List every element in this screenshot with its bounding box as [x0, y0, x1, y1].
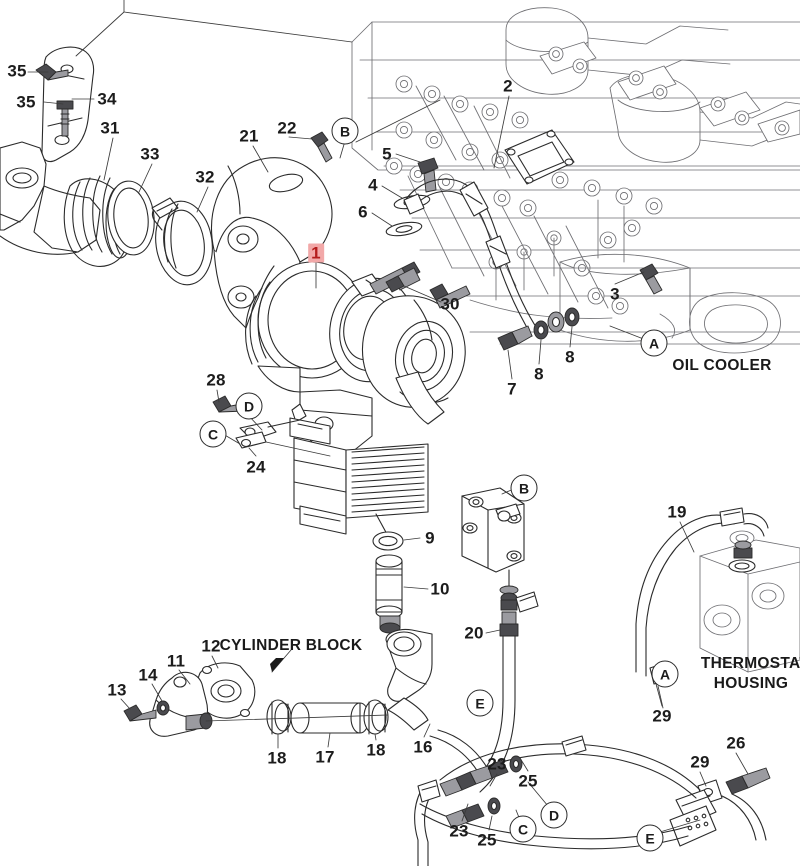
part-3-bolt — [639, 263, 663, 295]
callout-number-19: 19 — [667, 502, 687, 522]
cylinder-block-arrow — [270, 658, 284, 672]
callout-number-29: 29 — [652, 706, 672, 726]
callout-number-12: 12 — [201, 636, 221, 656]
callout-number-33: 33 — [140, 144, 160, 164]
callout-number-10: 10 — [430, 579, 450, 599]
part-30-oil-feed-line — [385, 178, 539, 337]
callout-number-11: 11 — [166, 651, 186, 671]
part-2-gasket — [504, 129, 575, 185]
part-19-coolant-lines — [635, 507, 800, 677]
reference-bubble-b: B — [510, 474, 538, 502]
callout-number-23: 23 — [487, 754, 507, 774]
callout-number-28: 28 — [206, 370, 226, 390]
callout-number-17: 17 — [315, 747, 335, 767]
callout-number-6: 6 — [358, 202, 368, 222]
part-14-washer — [156, 700, 170, 716]
part-12-flange — [196, 662, 256, 719]
part-11-water-inlet — [149, 671, 213, 737]
reference-bubble-b: B — [331, 117, 359, 145]
callout-number-4: 4 — [368, 175, 378, 195]
part-13-bolt — [123, 704, 157, 722]
callout-number-35: 35 — [16, 92, 36, 112]
callout-number-21: 21 — [239, 126, 259, 146]
callout-number-35: 35 — [7, 61, 27, 81]
part-29-26-bracket-lower — [669, 767, 771, 847]
callout-number-16: 16 — [413, 737, 433, 757]
part-20-fitting-stack — [469, 569, 519, 793]
callout-number-25: 25 — [477, 830, 497, 850]
callout-number-24: 24 — [246, 457, 266, 477]
part-16-coolant-elbow — [385, 628, 433, 731]
section-note-oil-cooler: OIL COOLER — [672, 357, 772, 374]
callout-number-22: 22 — [277, 118, 297, 138]
part-33-o-ring — [107, 180, 155, 256]
callout-number-8: 8 — [534, 364, 544, 384]
part-24-bracket — [235, 419, 331, 457]
parts-7-8-fittings — [497, 307, 580, 351]
callout-number-7: 7 — [507, 379, 517, 399]
reference-bubble-a: A — [651, 660, 679, 688]
callout-number-25: 25 — [518, 771, 538, 791]
callout-number-1: 1 — [308, 243, 324, 263]
reference-bubble-a: A — [640, 329, 668, 357]
section-note-thermostat-line-1: THERMOSTAT — [700, 655, 800, 672]
callout-number-14: 14 — [138, 665, 158, 685]
part-21-heat-shield — [211, 157, 333, 329]
callout-number-3: 3 — [610, 284, 620, 304]
section-note-thermostat-line-2: HOUSING — [713, 675, 789, 692]
callout-number-34: 34 — [97, 89, 117, 109]
reference-bubble-d: D — [540, 801, 568, 829]
section-note-cylinder-block: CYLINDER BLOCK — [219, 637, 363, 654]
reference-bubble-e: E — [466, 689, 494, 717]
part-b-mount-bracket — [461, 487, 525, 573]
callout-number-20: 20 — [464, 623, 484, 643]
part-22-bolt — [310, 131, 333, 163]
callout-leader-lines — [27, 0, 749, 839]
bottom-coolant-tube-network — [414, 591, 701, 866]
part-1-turbocharger — [245, 261, 471, 453]
callout-number-18: 18 — [366, 740, 386, 760]
part-17-hose — [290, 702, 370, 734]
callout-number-29: 29 — [690, 752, 710, 772]
callout-number-32: 32 — [195, 167, 215, 187]
callout-number-18: 18 — [267, 748, 287, 768]
reference-bubble-c: C — [509, 815, 537, 843]
callout-number-5: 5 — [382, 144, 392, 164]
callout-number-8: 8 — [565, 347, 575, 367]
part-18-clamp-left — [266, 699, 292, 735]
part-18-clamp-right — [363, 699, 389, 735]
callout-number-13: 13 — [107, 680, 127, 700]
part-32-v-band-clamp — [151, 197, 213, 286]
callout-number-23: 23 — [449, 821, 469, 841]
reference-bubble-e: E — [636, 824, 664, 852]
callout-number-9: 9 — [425, 528, 435, 548]
callout-number-2: 2 — [503, 76, 513, 96]
egr-cooler-finned-block — [289, 417, 429, 537]
callout-number-31: 31 — [100, 118, 120, 138]
part-10-drain-tube — [375, 554, 403, 634]
part-35-bolt-lower — [56, 100, 74, 137]
part-6-washer-lower — [385, 221, 423, 237]
reference-bubble-c: C — [199, 420, 227, 448]
part-9-seal-ring — [372, 531, 404, 551]
part-5-banjo-bolt — [417, 157, 439, 193]
callout-number-30: 30 — [440, 294, 460, 314]
reference-bubble-d: D — [235, 392, 263, 420]
callout-number-26: 26 — [726, 733, 746, 753]
